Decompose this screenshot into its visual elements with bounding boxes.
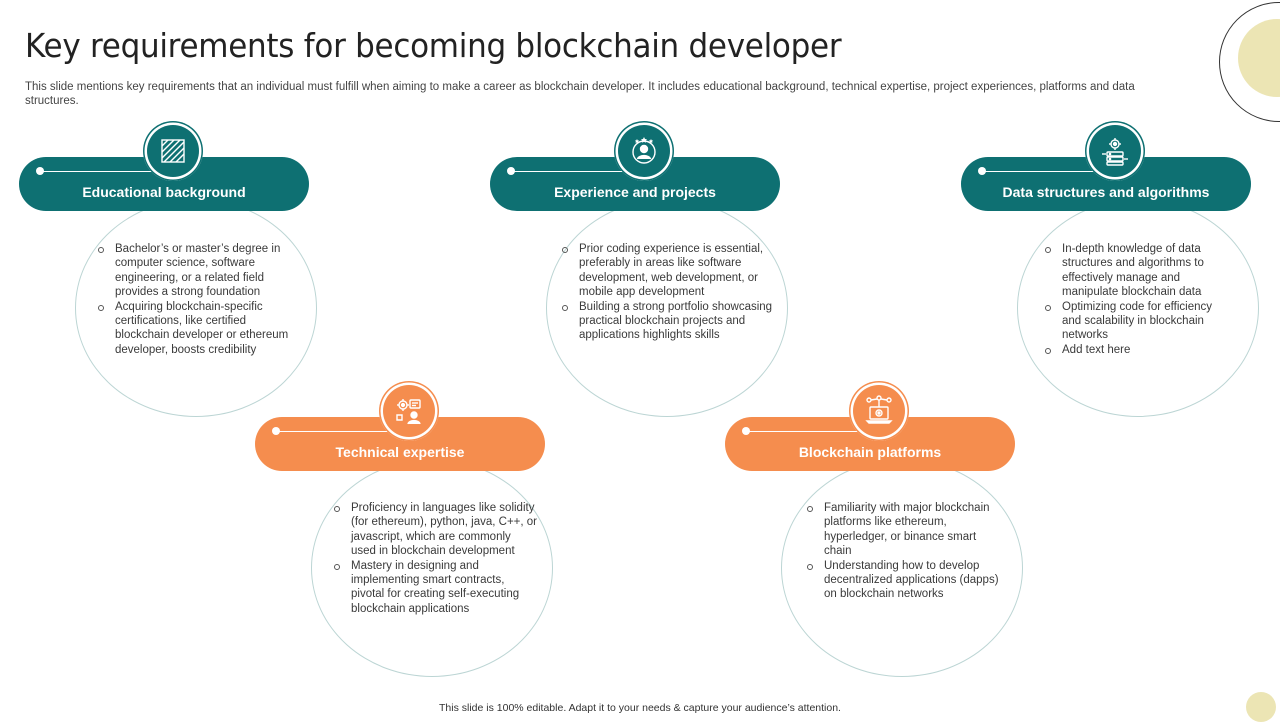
card-circle	[1017, 199, 1259, 417]
card-bullets-platforms: Familiarity with major blockchain platfo…	[805, 501, 1001, 602]
card-label: Blockchain platforms	[798, 444, 942, 460]
card-bullets-data-structures: In-depth knowledge of data structures an…	[1043, 242, 1228, 357]
card-header: Technical expertise	[255, 417, 545, 471]
user-stars-icon	[618, 125, 670, 177]
card-experience-projects: Experience and projects	[490, 121, 788, 417]
card-circle	[546, 199, 788, 417]
card-blockchain-platforms: Blockchain platforms	[725, 381, 1023, 677]
card-data-structures: Data structures and algorithms	[961, 121, 1259, 417]
list-item: Proficiency in languages like solidity (…	[332, 501, 538, 559]
list-item: Optimizing code for efficiency and scala…	[1043, 300, 1228, 343]
list-item: In-depth knowledge of data structures an…	[1043, 242, 1228, 300]
slide-footer: This slide is 100% editable. Adapt it to…	[439, 702, 841, 714]
developer-gear-icon	[383, 385, 435, 437]
list-item: Mastery in designing and implementing sm…	[332, 559, 538, 617]
card-bullets-educational: Bachelor’s or master’s degree in compute…	[96, 242, 296, 357]
card-label: Experience and projects	[554, 184, 716, 200]
pattern-square-icon	[147, 125, 199, 177]
card-circle	[781, 459, 1023, 677]
list-item: Add text here	[1043, 343, 1228, 357]
slide-subtitle: This slide mentions key requirements tha…	[25, 81, 1135, 107]
list-item: Understanding how to develop decentraliz…	[805, 559, 1001, 602]
card-label: Technical expertise	[335, 444, 465, 460]
card-label: Educational background	[82, 184, 246, 200]
card-header: Blockchain platforms	[725, 417, 1015, 471]
laptop-network-gear-icon	[853, 385, 905, 437]
database-gear-icon	[1089, 125, 1141, 177]
list-item: Building a strong portfolio showcasing p…	[560, 300, 788, 343]
list-item: Prior coding experience is essential, pr…	[560, 242, 788, 300]
card-technical-expertise: Technical expertise	[255, 381, 553, 677]
slide-title: Key requirements for becoming blockchain…	[25, 26, 842, 65]
card-bullets-technical: Proficiency in languages like solidity (…	[332, 501, 538, 616]
decorative-dot	[1246, 692, 1276, 722]
list-item: Familiarity with major blockchain platfo…	[805, 501, 1001, 559]
card-bullets-experience: Prior coding experience is essential, pr…	[560, 242, 788, 343]
list-item: Bachelor’s or master’s degree in compute…	[96, 242, 296, 300]
list-item: Acquiring blockchain-specific certificat…	[96, 300, 296, 358]
card-label: Data structures and algorithms	[1002, 184, 1210, 200]
card-educational-background: Educational background	[19, 121, 317, 417]
